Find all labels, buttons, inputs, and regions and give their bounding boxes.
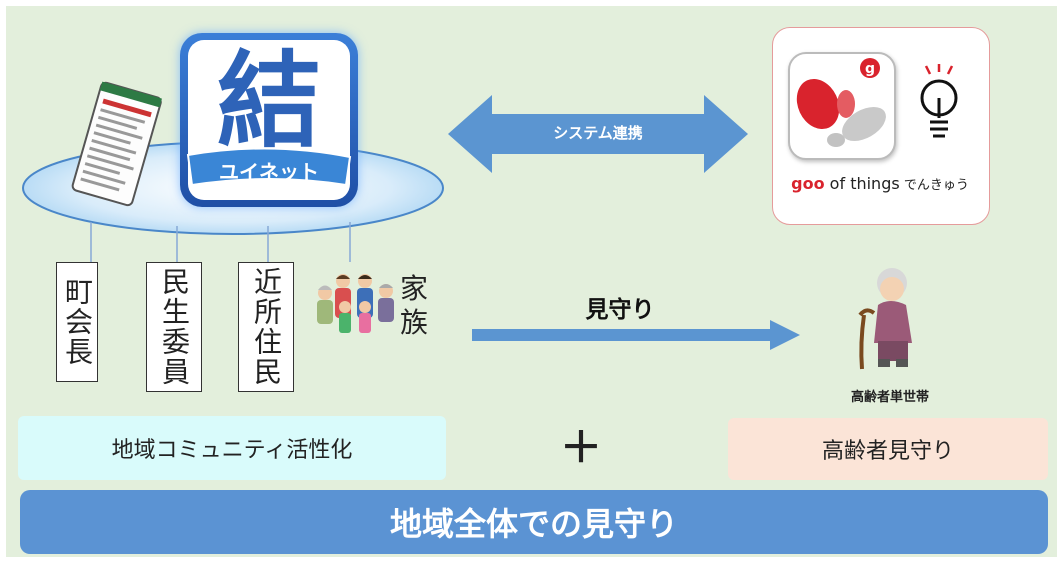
- yuinet-app-icon: 結 ユイネット: [180, 33, 358, 207]
- region-wide-banner-text: 地域全体での見守り: [389, 505, 678, 543]
- svg-text:g: g: [865, 61, 875, 77]
- of-things-text: of things: [824, 174, 900, 193]
- lightbulb-icon: [920, 64, 958, 138]
- goo-brand-text: goo: [791, 174, 825, 193]
- community-banner: 地域コミュニティ活性化: [18, 416, 446, 480]
- region-wide-banner: 地域全体での見守り: [20, 490, 1048, 554]
- member-kinjo-jumin: 近所住民: [238, 262, 294, 392]
- member-minsei-iin: 民生委員: [146, 262, 202, 392]
- member-kazoku: 家族: [399, 272, 428, 339]
- yuinet-kanji: 結: [216, 40, 321, 162]
- system-link-label: システム連携: [553, 124, 643, 142]
- phone-screenshot-graphic: [71, 81, 162, 207]
- denkyu-text: でんきゅう: [899, 178, 969, 193]
- ribbon-text: ユイネット: [219, 160, 319, 184]
- goo-product-label: goo of things でんきゅう: [775, 174, 985, 193]
- elder-watch-banner-text: 高齢者見守り: [821, 439, 954, 464]
- double-arrow: [448, 95, 748, 173]
- ribbon-shape: [186, 147, 352, 187]
- elderly-person-illustration: [858, 268, 912, 370]
- goo-logo-shape: g: [796, 58, 886, 147]
- watch-label: 見守り: [585, 297, 655, 323]
- family-illustration: [317, 274, 394, 333]
- plus-sign: ＋: [559, 423, 602, 472]
- watch-arrow: [472, 320, 800, 350]
- elder-household-label: 高齢者単世帯: [850, 390, 929, 405]
- elder-watch-banner: 高齢者見守り: [728, 418, 1048, 480]
- member-chokaicho: 町会長: [56, 262, 98, 382]
- community-banner-text: 地域コミュニティ活性化: [111, 438, 353, 463]
